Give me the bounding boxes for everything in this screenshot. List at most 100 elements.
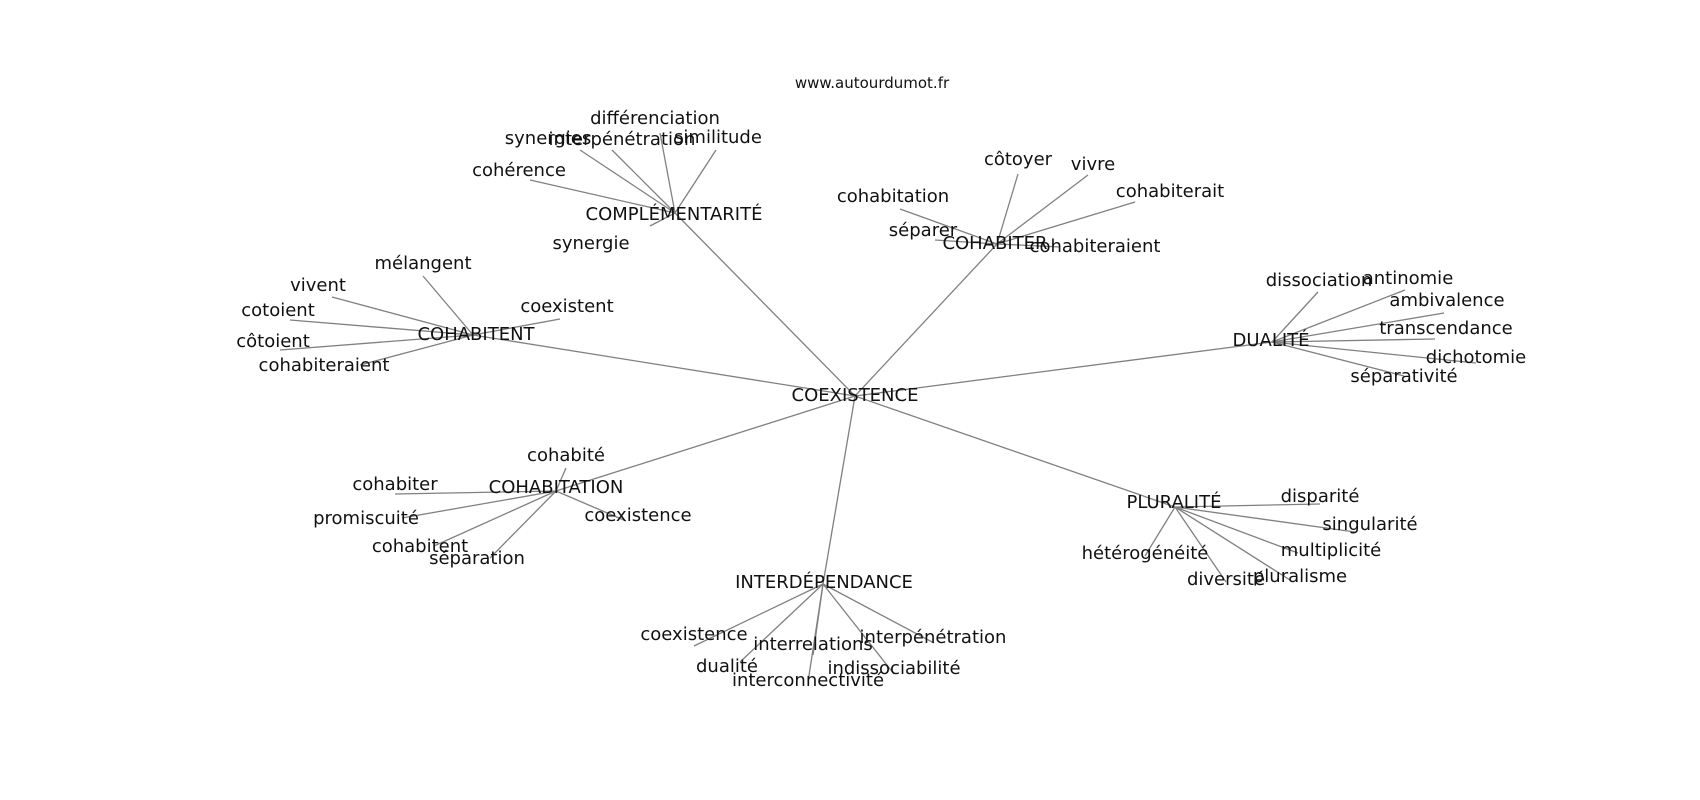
- edge-cohabitation-promiscuite: [401, 490, 557, 519]
- edge-center-interdependance: [822, 395, 856, 585]
- edge-cohabitent-vivent: [331, 296, 474, 336]
- word-node-vivre: vivre: [1071, 154, 1115, 175]
- word-node-similitude: similitude: [674, 127, 762, 148]
- word-node-cohabiter: cohabiter: [352, 474, 438, 495]
- edge-interdependance-dualite: [739, 583, 824, 663]
- word-node-coexistence: coexistence: [584, 505, 691, 526]
- graph-edges: [279, 132, 1477, 683]
- edge-center-complementarite: [674, 212, 856, 397]
- word-node-cotoient: côtoient: [236, 331, 310, 352]
- edge-cohabitent-cotoient: [279, 334, 474, 351]
- edge-interdependance-interpenetration: [822, 583, 935, 644]
- word-node-cohabitation: cohabitation: [837, 186, 949, 207]
- hub-node-cohabiter: COHABITER: [942, 233, 1047, 254]
- word-node-cohabitent: cohabitent: [372, 536, 468, 557]
- edge-cohabitation-cohabiter: [394, 490, 557, 495]
- edge-cohabitation-coexistence: [555, 490, 627, 522]
- edge-center-pluralite: [854, 395, 1176, 508]
- word-node-melangent: mélangent: [374, 253, 471, 274]
- word-node-pluralisme: pluralisme: [1253, 566, 1347, 587]
- hub-node-complementarite: COMPLÉMENTARITÉ: [586, 203, 763, 225]
- edge-interdependance-interconnectivite: [807, 583, 824, 683]
- edge-dualite-separativite: [1271, 341, 1405, 377]
- edge-pluralite-heterogeneite: [1144, 506, 1176, 557]
- word-node-interpenetration: interpénétration: [860, 627, 1007, 648]
- edge-complementarite-synergies: [579, 149, 676, 214]
- word-node-separativite: séparativité: [1350, 366, 1457, 387]
- edge-cohabiter-vivre: [996, 174, 1089, 245]
- word-node-multiplicite: multiplicité: [1281, 540, 1381, 561]
- word-node-interconnectivite: interconnectivité: [732, 670, 884, 691]
- word-node-promiscuite: promiscuité: [313, 508, 419, 529]
- edge-cohabitent-cotoient: [289, 319, 474, 336]
- edge-dualite-dichotomie: [1271, 341, 1477, 364]
- edge-center-cohabitation: [555, 395, 856, 492]
- edge-cohabiter-cohabiterait: [996, 201, 1136, 245]
- edge-pluralite-multiplicite: [1174, 506, 1299, 554]
- word-node-cohabiteraient: cohabiteraient: [259, 355, 390, 376]
- edge-interdependance-indissociabilite: [822, 583, 895, 675]
- edge-cohabitent-coexistent: [472, 318, 561, 336]
- hub-node-cohabitation: COHABITATION: [489, 477, 624, 498]
- edge-pluralite-disparite: [1174, 503, 1321, 508]
- edge-dualite-dissociation: [1271, 291, 1319, 343]
- hub-node-interdependance: INTERDÉPENDANCE: [735, 571, 913, 593]
- word-node-dualite: dualité: [696, 656, 758, 677]
- word-node-dissociation: dissociation: [1266, 270, 1373, 291]
- hub-node-pluralite: PLURALITÉ: [1127, 491, 1222, 513]
- word-node-dichotomie: dichotomie: [1426, 347, 1526, 368]
- word-node-transcendance: transcendance: [1379, 318, 1513, 339]
- edge-interdependance-coexistence: [693, 583, 824, 647]
- graph-labels: www.autourdumot.fr COEXISTENCE COMPLÉMEN…: [236, 74, 1526, 691]
- word-node-synergies: synergies: [505, 128, 591, 149]
- edge-dualite-antinomie: [1271, 289, 1406, 343]
- word-node-differenciation: différenciation: [590, 108, 720, 129]
- word-node-coherence: cohérence: [472, 160, 566, 181]
- word-node-ambivalence: ambivalence: [1389, 290, 1504, 311]
- word-node-cohabiteraient: cohabiteraient: [1030, 236, 1161, 257]
- word-node-cohabite: cohabité: [527, 445, 605, 466]
- word-node-vivent: vivent: [290, 275, 346, 296]
- word-node-singularite: singularité: [1322, 514, 1417, 535]
- edge-cohabitent-melangent: [422, 275, 474, 336]
- word-node-diversite: diversité: [1187, 569, 1265, 590]
- word-node-indissociabilite: indissociabilité: [827, 658, 960, 679]
- word-node-separation: séparation: [429, 548, 525, 569]
- edge-complementarite-similitude: [674, 149, 717, 214]
- edge-dualite-ambivalence: [1271, 312, 1445, 343]
- edge-cohabiter-cohabitation: [899, 208, 998, 245]
- edge-pluralite-pluralisme: [1174, 506, 1291, 581]
- edge-cohabitation-cohabitent: [433, 490, 557, 547]
- word-node-coexistence: coexistence: [640, 624, 747, 645]
- word-node-interpenetration: interpénétration: [549, 129, 696, 150]
- word-node-heterogeneite: hétérogénéité: [1082, 543, 1209, 564]
- word-node-separer: séparer: [889, 220, 958, 241]
- edge-dualite-transcendance: [1271, 338, 1436, 343]
- edge-center-dualite: [854, 341, 1273, 397]
- hub-node-dualite: DUALITÉ: [1232, 329, 1309, 351]
- word-node-disparite: disparité: [1281, 486, 1360, 507]
- edge-complementarite-differenciation: [659, 132, 676, 214]
- word-node-synergie: synergie: [552, 233, 629, 254]
- site-watermark: www.autourdumot.fr: [795, 74, 950, 92]
- edge-complementarite-synergie: [649, 212, 676, 227]
- edge-center-cohabitent: [472, 334, 856, 397]
- word-node-cotoyer: côtoyer: [984, 149, 1053, 170]
- edge-cohabiter-cohabiteraient: [996, 243, 1061, 248]
- edge-cohabiter-cotoyer: [996, 173, 1019, 245]
- center-node: COEXISTENCE: [792, 385, 919, 406]
- edge-pluralite-diversite: [1174, 506, 1227, 583]
- word-node-interrelations: interrelations: [753, 634, 873, 655]
- word-node-antinomie: antinomie: [1363, 268, 1454, 289]
- edge-cohabitation-separation: [489, 490, 557, 559]
- edge-cohabitation-cohabite: [555, 467, 567, 492]
- edge-pluralite-singularite: [1174, 506, 1356, 533]
- hub-node-cohabitent: COHABITENT: [417, 324, 535, 345]
- word-node-cotoient: cotoient: [241, 300, 315, 321]
- word-node-cohabiterait: cohabiterait: [1116, 181, 1224, 202]
- edge-complementarite-interpenetration: [611, 149, 676, 214]
- edge-complementarite-coherence: [529, 179, 676, 214]
- edge-cohabitent-cohabiteraient: [359, 334, 474, 366]
- word-node-coexistent: coexistent: [520, 296, 613, 317]
